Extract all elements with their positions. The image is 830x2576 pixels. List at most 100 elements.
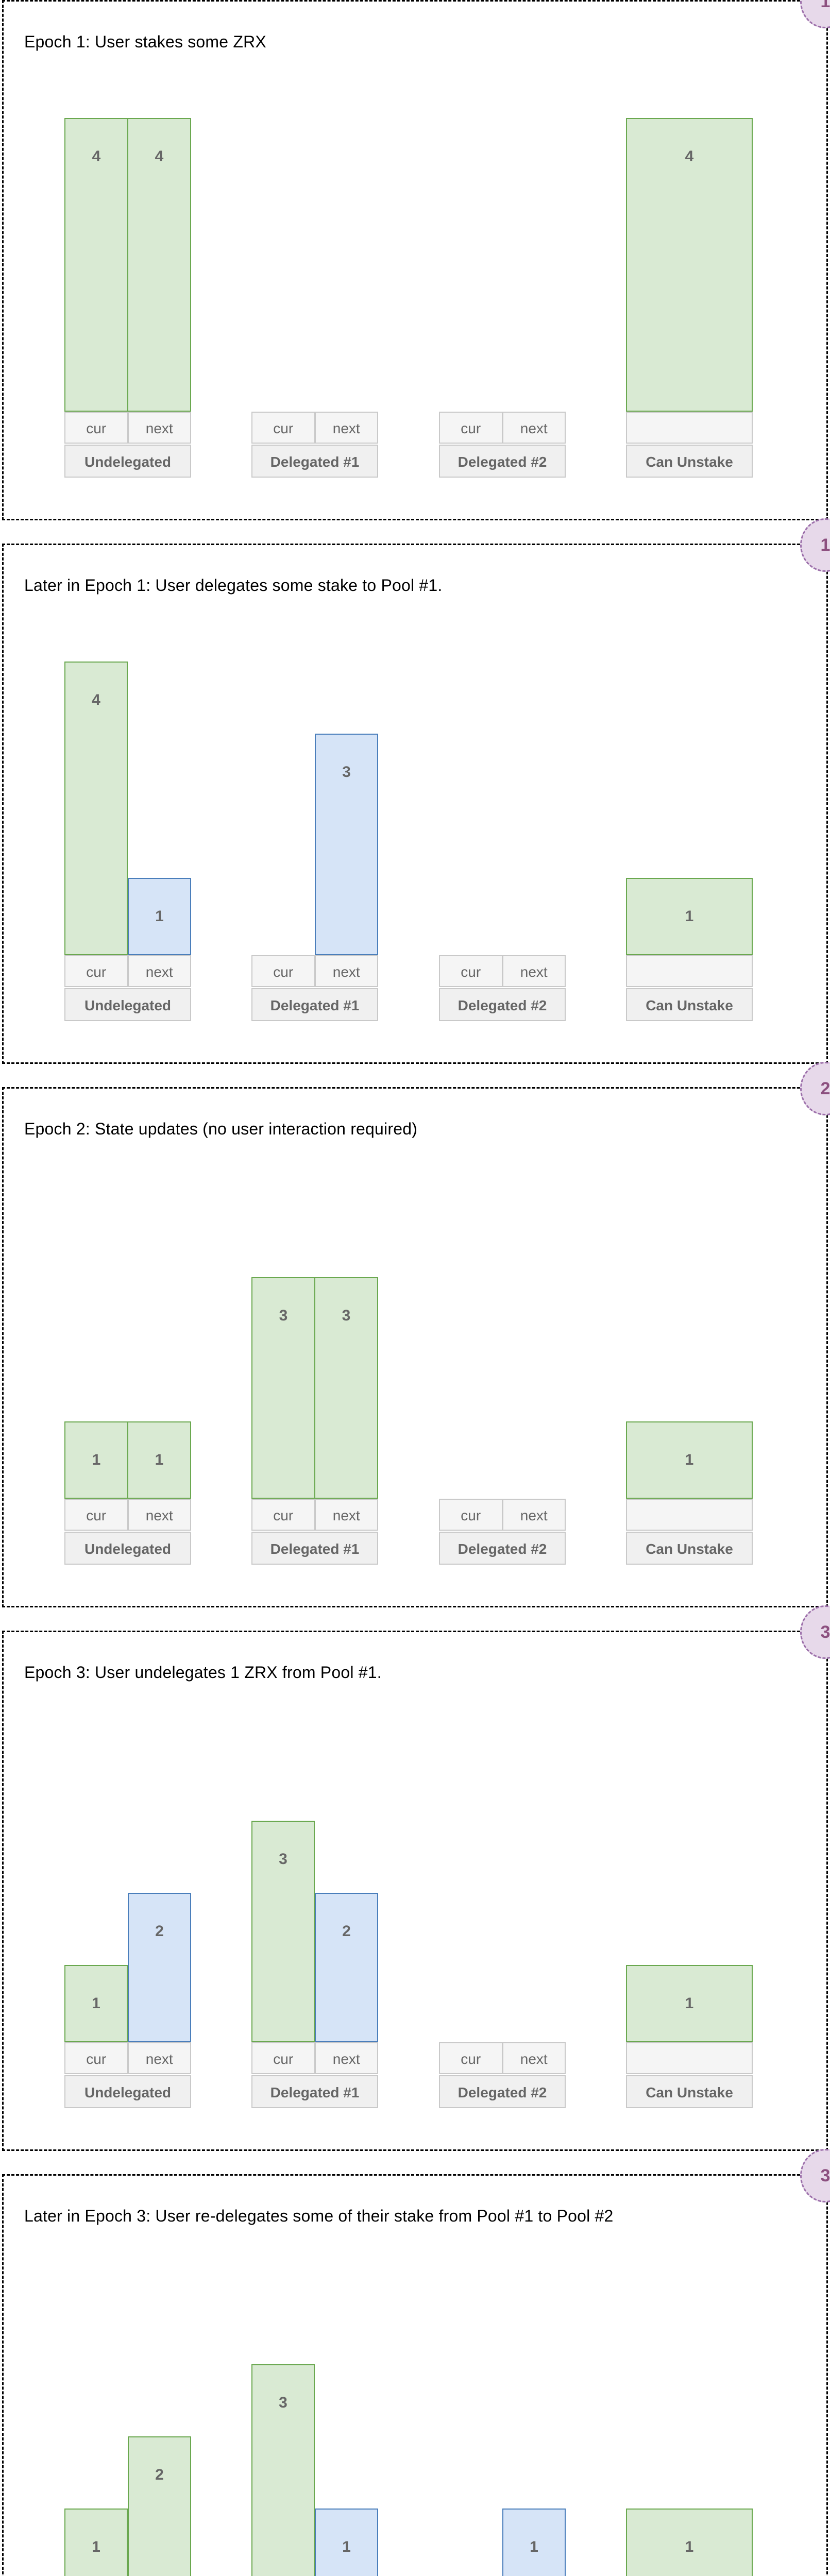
epoch-badge: 1 [800,0,830,28]
cur-next-row [626,2042,753,2074]
group-label: Undelegated [64,445,191,478]
group-label: Delegated #1 [251,445,378,478]
cell-next: next [128,955,191,987]
group-label: Undelegated [64,2075,191,2108]
bar-value: 3 [279,2394,287,2411]
bar: 3 [251,2364,315,2576]
bar-stack [439,82,566,412]
group-label: Undelegated [64,988,191,1021]
bar-value: 3 [342,764,351,781]
cell-cur: cur [64,955,128,987]
panel-caption: Later in Epoch 3: User re-delegates some… [24,2207,614,2225]
bar: 1 [64,1421,128,1499]
column-groups: 12curnextUndelegated31curnextDelegated #… [4,2260,826,2576]
bar-value: 2 [155,1923,164,1940]
cell-next: next [315,412,378,444]
cell-next: next [315,2042,378,2074]
cell-next: next [502,955,566,987]
bar: 1 [626,1421,753,1499]
bar-value: 4 [92,148,101,165]
bar: 4 [64,662,128,955]
bar-value: 1 [92,1451,101,1468]
cell-cur: cur [251,1499,315,1531]
cell-cur: cur [64,1499,128,1531]
bar-value: 2 [342,1923,351,1940]
bar: 2 [128,1893,191,2042]
cell-next: next [315,955,378,987]
cell-cur: cur [439,412,503,444]
bar: 1 [626,1965,753,2042]
bar: 1 [626,2509,753,2576]
bar-value: 3 [279,1851,287,1868]
bar-value: 1 [342,2538,351,2555]
bar: 1 [315,2509,378,2576]
bar-stack: 1 [439,2256,566,2576]
cell-next: next [315,1499,378,1531]
bar-stack: 1 [626,1169,753,1499]
bar: 3 [251,1821,315,2042]
bar-value: 3 [279,1307,288,1324]
cell-blank [626,955,753,987]
epoch-badge: 2 [800,1062,830,1115]
group-label: Delegated #1 [251,2075,378,2108]
bar: 3 [251,1277,315,1499]
bar: 4 [64,118,128,412]
cell-cur: cur [64,412,128,444]
bar-stack: 1 [626,2256,753,2576]
bar-stack: 3 [251,625,379,955]
cell-blank [626,1499,753,1531]
bar: 3 [315,1277,378,1499]
bar-value: 1 [530,2538,538,2555]
bar-value: 2 [155,2466,164,2483]
group-label: Delegated #2 [439,988,566,1021]
cur-next-row [626,412,753,444]
cell-cur: cur [64,2042,128,2074]
cell-blank [626,412,753,444]
bar: 1 [64,1965,128,2042]
cell-next: next [128,1499,191,1531]
cell-cur: cur [439,1499,503,1531]
group-label: Delegated #2 [439,1532,566,1565]
epoch-badge: 1 [800,518,830,572]
bar-stack: 1 [626,625,753,955]
bar: 2 [315,1893,378,2042]
epoch-badge: 3 [800,2149,830,2202]
bar-stack [439,1169,566,1499]
bar-stack: 1 [626,1713,753,2042]
group-label: Can Unstake [626,988,753,1021]
bar-value: 1 [155,908,164,925]
group-label: Delegated #2 [439,445,566,478]
cell-blank [626,2042,753,2074]
group-label: Delegated #2 [439,2075,566,2108]
panel-caption: Epoch 1: User stakes some ZRX [24,32,266,51]
bar: 4 [626,118,753,412]
